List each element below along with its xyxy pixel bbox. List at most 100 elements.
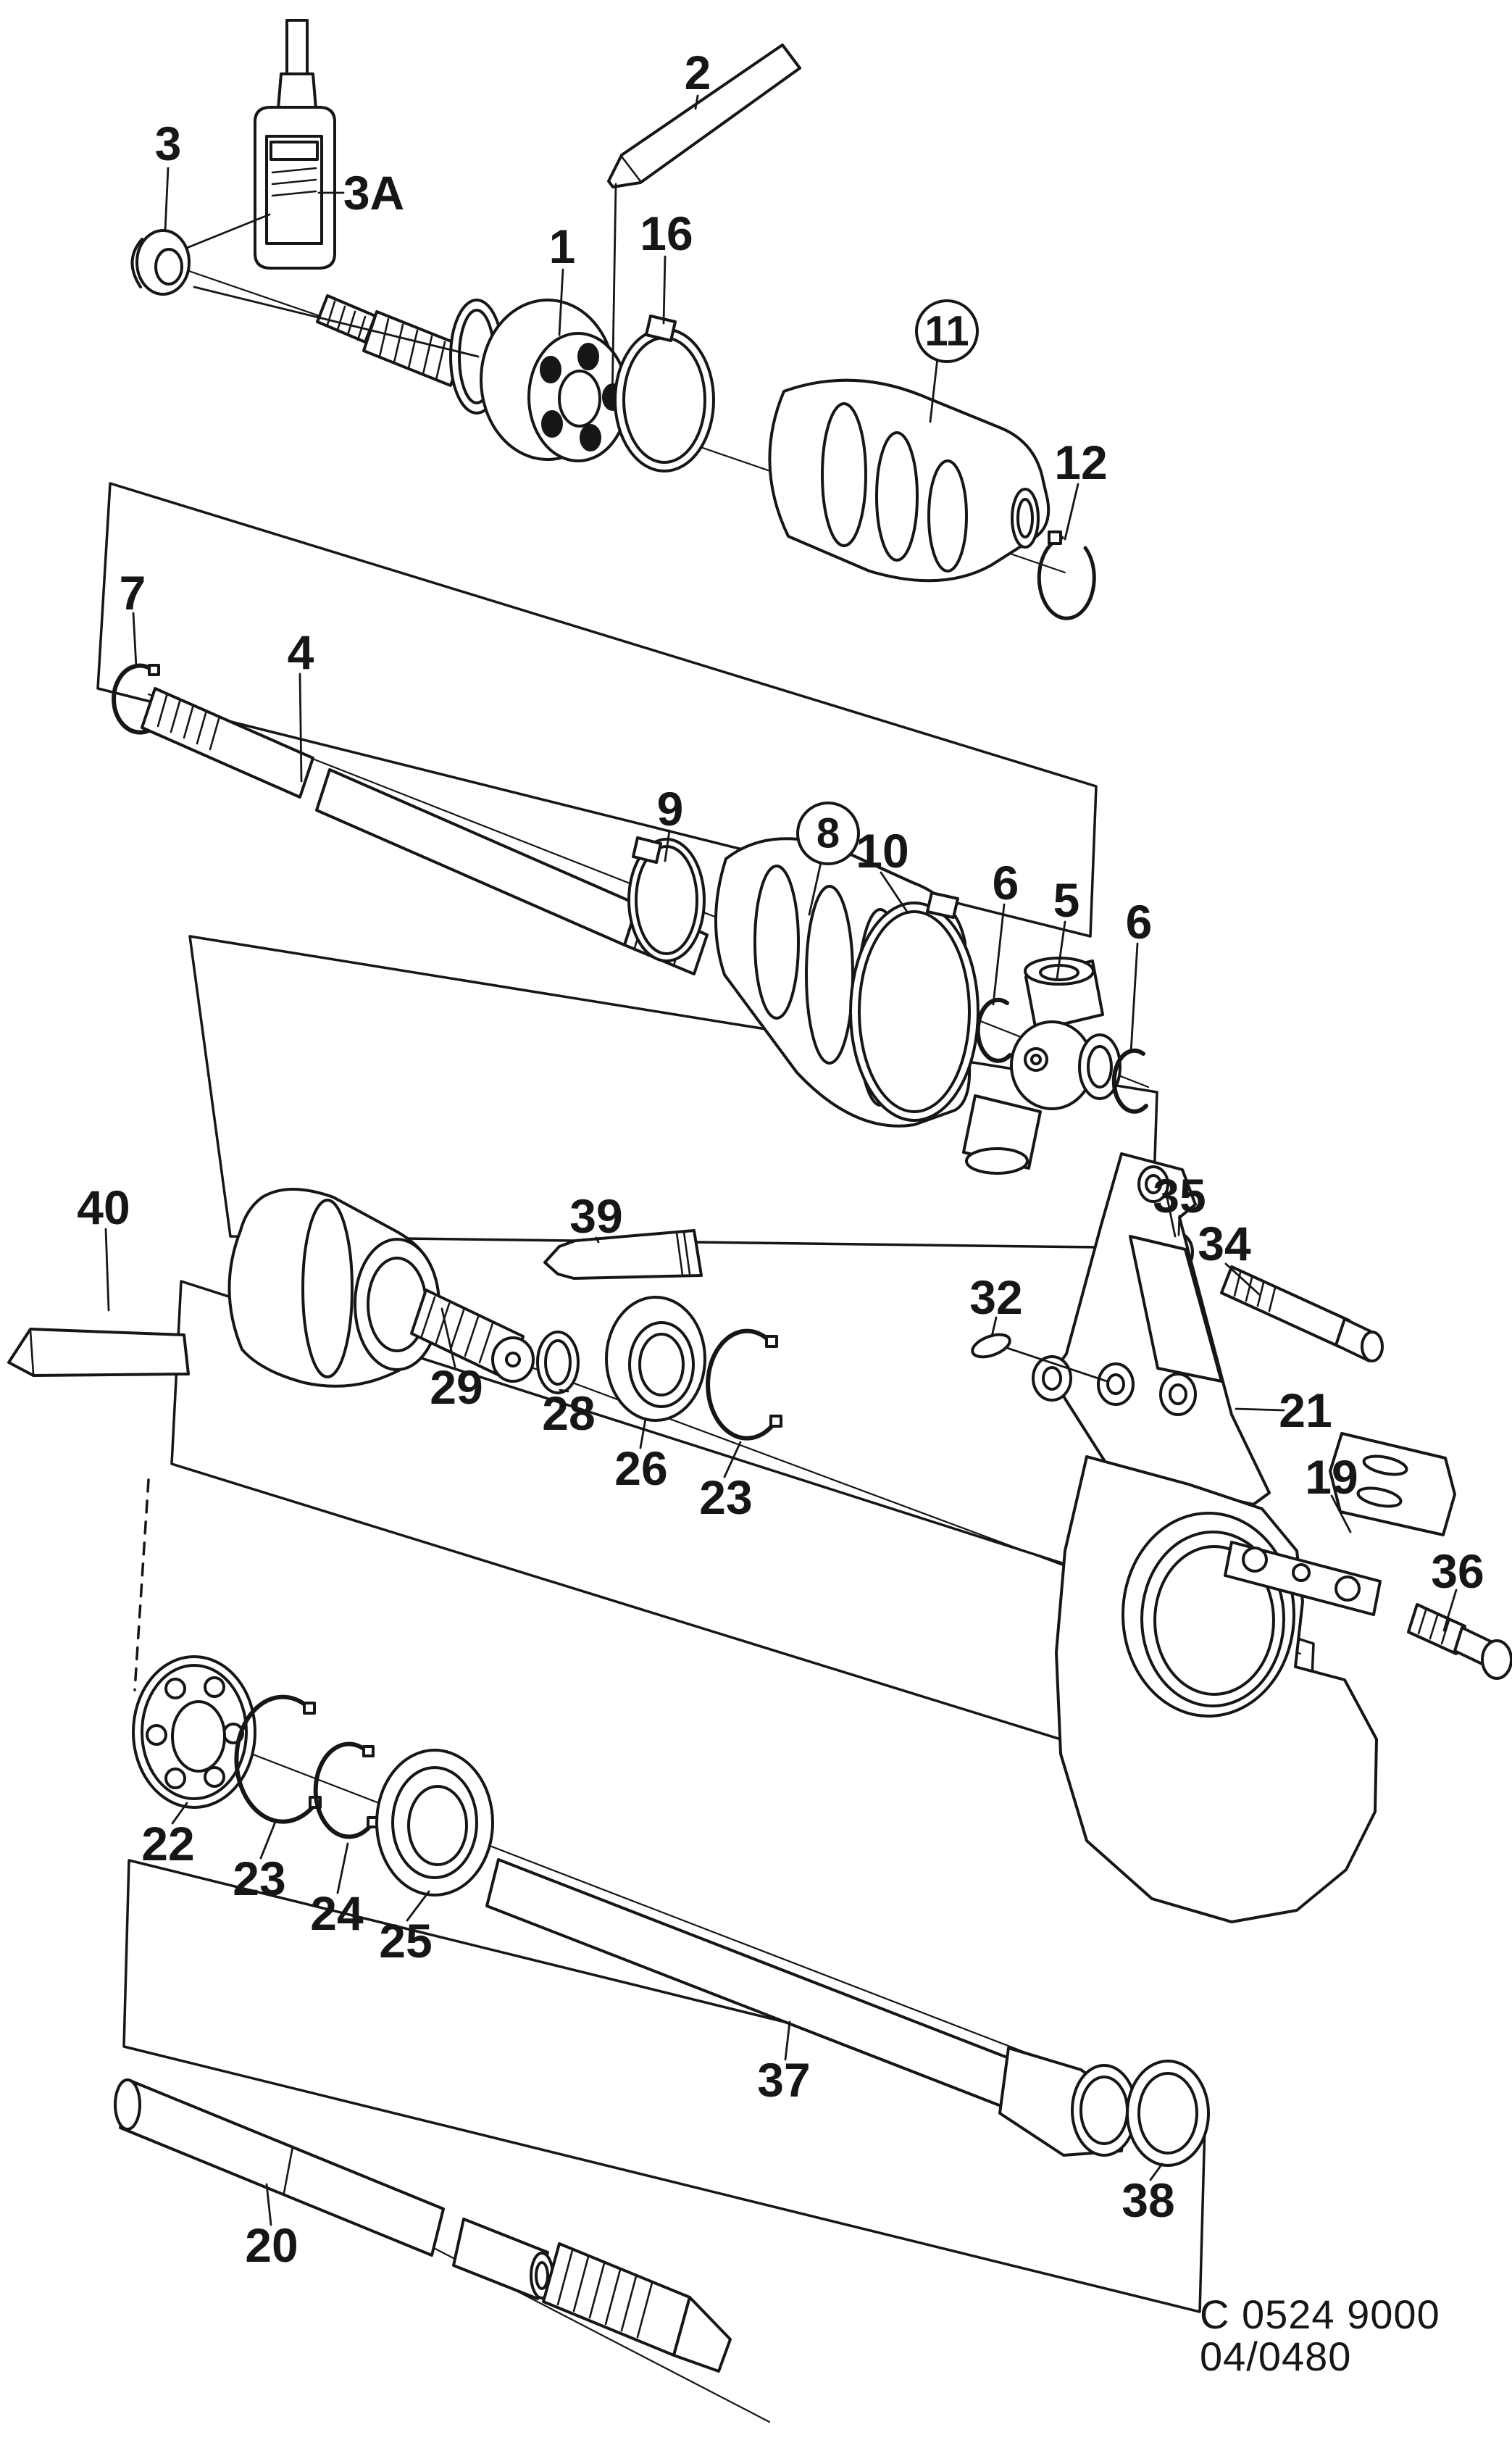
callout-number-20: 20 (245, 2218, 298, 2272)
bolt-36 (1407, 1603, 1512, 1680)
callout-number-1: 1 (549, 220, 576, 273)
leader-8 (808, 858, 823, 916)
part-callout-39: 39 (569, 1189, 622, 1243)
tube-20-detail-line (283, 2145, 294, 2194)
spline-shaft-20-detail-line (636, 2281, 653, 2339)
spline-shaft-29-shape (505, 1352, 521, 1368)
leader-7 (132, 612, 138, 668)
circlip-23b-shape (303, 1702, 316, 1715)
boot-clamp-16 (614, 315, 715, 473)
cv-boot-11-shape (821, 402, 867, 547)
inner-cv-joint-1-shape (577, 343, 599, 370)
circlip-23-shape (765, 1335, 778, 1348)
callout-number-9: 9 (657, 782, 684, 836)
bracket-19-shape (1242, 1547, 1268, 1573)
callout-number-24: 24 (310, 1886, 364, 1940)
cv-housing-29-shape (301, 1199, 354, 1378)
inner-cv-joint-1-shape (540, 356, 561, 383)
part-callout-28: 28 (542, 1386, 595, 1440)
part-callout-36: 36 (1431, 1544, 1484, 1598)
callout-number-7: 7 (120, 566, 146, 620)
callout-number-2: 2 (685, 46, 711, 99)
universal-joint-5-shape (965, 1147, 1029, 1175)
bolt-36-shape (1407, 1603, 1466, 1655)
leader-40 (104, 1228, 110, 1312)
part-callout-16: 16 (640, 207, 693, 260)
seal-26-shape (638, 1333, 685, 1396)
leader-1 (558, 268, 564, 336)
callout-number-25: 25 (379, 1914, 432, 1968)
bearing-22-shape (204, 1766, 225, 1788)
spline-shaft-20-detail-line (588, 2262, 606, 2319)
bracket-21-shape (1106, 1373, 1125, 1395)
bolt-34-detail-line (1245, 1276, 1253, 1302)
bearing-22-shape (164, 1678, 186, 1699)
drive-shaft-4-detail-line (170, 700, 181, 733)
leader-10 (880, 871, 909, 913)
sealant-stick-40 (7, 1328, 190, 1377)
bolt-34-shape (1361, 1331, 1384, 1362)
circlip-23b-shape (234, 1694, 318, 1824)
spline-shaft-20-detail-line (620, 2275, 638, 2332)
callout-number-40: 40 (77, 1181, 130, 1234)
locking-fluid-bottle-3a-shape (277, 72, 317, 110)
locking-fluid-bottle-3a-detail-line (271, 167, 317, 174)
locking-fluid-bottle-3a-detail-line (271, 178, 317, 186)
circlip-24-shape (362, 1745, 375, 1757)
circlip-23 (706, 1328, 782, 1441)
part-callout-6a: 6 (993, 856, 1019, 909)
leader-25 (406, 1890, 430, 1922)
spline-shaft-29-detail-line (420, 1296, 436, 1338)
boot-clamp-10-shape (858, 910, 971, 1113)
drive-shaft-4 (141, 687, 709, 975)
leader-16 (662, 255, 667, 325)
tube-20-shape (535, 2261, 549, 2290)
leader-11 (929, 357, 939, 423)
part-callout-8: 8 (796, 802, 860, 865)
spline-shaft-20-shape (672, 2296, 732, 2373)
boot-clamp-9 (627, 836, 706, 962)
inner-cv-joint-1-detail-line (378, 317, 390, 358)
leader-38 (1149, 2162, 1164, 2181)
cv-boot-8-shape (805, 885, 854, 1065)
tube-37 (485, 1858, 1137, 2157)
leader-37 (784, 2020, 791, 2061)
ring-38 (1126, 2060, 1210, 2167)
bracket-19-shape (1329, 1432, 1456, 1536)
drive-shaft-4-detail-line (156, 694, 168, 728)
part-callout-12: 12 (1054, 436, 1107, 489)
leader-24 (336, 1842, 349, 1894)
leader-28 (559, 1389, 569, 1393)
seal-26 (605, 1296, 706, 1422)
inner-cv-joint-1-detail-line (393, 323, 404, 364)
universal-joint-5-shape (1087, 1045, 1113, 1088)
callout-number-8: 8 (816, 810, 840, 857)
boot-clamp-10 (849, 891, 980, 1122)
cv-housing-29 (227, 1188, 440, 1388)
leader-29 (440, 1307, 456, 1368)
plug-3-shape (130, 238, 143, 288)
inner-cv-joint-1-shape (580, 424, 601, 451)
callout-number-21: 21 (1279, 1383, 1332, 1437)
leader-plug-to-bottle (185, 213, 271, 249)
bolt-36-detail-line (1440, 1619, 1450, 1645)
part-callout-3: 3 (155, 117, 182, 170)
boot-clamp-9-shape (632, 836, 662, 864)
callout-number-12: 12 (1054, 436, 1107, 489)
callout-number-10: 10 (856, 824, 909, 878)
bracket-19-shape (1362, 1454, 1408, 1476)
callout-number-6a: 6 (993, 856, 1019, 909)
universal-joint-5 (962, 957, 1122, 1175)
part-callout-10: 10 (856, 824, 909, 878)
part-callout-34: 34 (1198, 1217, 1251, 1270)
spline-shaft-20-detail-line (556, 2249, 574, 2306)
part-callout-29: 29 (430, 1360, 483, 1414)
o-ring-28 (536, 1331, 580, 1394)
sealant-stick-2 (607, 43, 801, 188)
bracket-19-shape (1335, 1575, 1361, 1602)
leader-6a (992, 903, 1006, 1006)
part-callout-5: 5 (1053, 873, 1080, 927)
bearing-22 (132, 1655, 256, 1809)
seal-25-shape (407, 1785, 468, 1866)
inner-cv-joint-1-detail-line (336, 305, 346, 331)
